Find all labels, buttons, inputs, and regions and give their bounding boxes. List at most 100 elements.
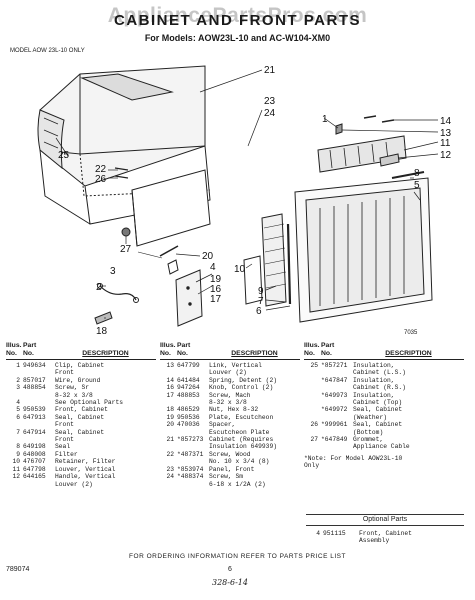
callout-4: 4 <box>210 262 216 273</box>
callout-24: 24 <box>264 108 276 119</box>
part-description: Screw, Sr 8-32 x 3/8 <box>55 384 93 399</box>
callout-20: 20 <box>202 251 214 262</box>
header-illus: Illus. No. <box>304 342 320 357</box>
illus-number: 1 <box>16 362 20 369</box>
part-description: Seal, Cabinet Front <box>55 413 105 429</box>
part-description: Seal <box>55 443 71 451</box>
illus-number: 22 <box>166 450 174 458</box>
clip-1 <box>94 311 113 325</box>
part-number: *487371 <box>177 450 204 458</box>
part-description: Insulation, Cabinet (R.S.) <box>353 376 406 392</box>
part-number: 488853 <box>177 391 200 399</box>
part-number: 949634 <box>23 362 46 369</box>
part-description: Screw, Wood No. 10 x 3/4 (8) <box>209 450 270 466</box>
escutcheon-plate-19 <box>175 269 203 327</box>
seal-8 <box>391 171 425 179</box>
part-number: *999961 <box>321 421 348 429</box>
header-part: Part No. <box>23 342 37 357</box>
callout-11: 11 <box>440 138 451 149</box>
part-number: *649973 <box>321 391 348 399</box>
callout-13: 13 <box>440 128 452 139</box>
callout-25: 25 <box>58 150 70 161</box>
model-note: MODEL AOW 23L-10 ONLY <box>10 48 85 54</box>
illus-number <box>304 377 321 392</box>
illus-number: 10 <box>12 458 20 466</box>
illus-number: 9 <box>16 450 20 458</box>
callout-2: 2 <box>96 282 102 293</box>
callout-17: 17 <box>210 294 222 305</box>
detent-springs-14 <box>363 115 395 123</box>
page-number: 6 <box>228 566 232 573</box>
part-description: Front, Cabinet <box>55 406 108 414</box>
illus-number: 3 <box>16 384 20 392</box>
seal-6-7 <box>286 223 292 305</box>
grommet-27 <box>121 227 131 237</box>
part-description: Nut, Hex 8-32 <box>209 406 259 414</box>
illus-number: 20 <box>166 421 174 429</box>
illus-number: 12 <box>12 473 20 481</box>
part-number: 649198 <box>23 443 46 451</box>
part-description: See Optional Parts <box>55 399 124 407</box>
callout-19: 19 <box>210 274 222 285</box>
part-description: Grommet, Appliance Cable <box>353 436 410 451</box>
part-number: 857017 <box>23 376 46 384</box>
part-number: *853974 <box>177 465 204 473</box>
illus-number: 11 <box>12 465 20 473</box>
document-number: 789074 <box>6 566 30 573</box>
callout-18: 18 <box>96 326 108 337</box>
illus-number: 19 <box>166 413 174 421</box>
part-description: Plate, Escutcheon <box>209 413 274 421</box>
cabinet-front-5 <box>294 177 433 323</box>
header-description: DESCRIPTION <box>231 350 278 357</box>
part-description: Insulation, Cabinet (L.S.) <box>353 362 406 377</box>
header-rule <box>6 359 156 360</box>
part-number: 486529 <box>177 406 200 414</box>
table-header: Illus. No. Part No. DESCRIPTION <box>304 342 464 358</box>
illus-number <box>304 406 321 421</box>
illus-number: 13 <box>166 362 174 369</box>
illus-number: 23 <box>166 465 174 473</box>
spacer-20 <box>137 245 179 259</box>
leader-lines <box>55 69 439 319</box>
part-number: 647799 <box>177 362 200 369</box>
callout-5: 5 <box>414 180 420 191</box>
callout-8: 8 <box>414 168 420 179</box>
header-part: Part No. <box>321 342 335 357</box>
part-number: 644165 <box>23 473 46 481</box>
part-description: Front, Cabinet Assembly <box>359 530 412 545</box>
part-description: Link, Vertical Louver (2) <box>209 362 262 377</box>
illus-number: 25 <box>310 362 318 369</box>
knob-16 <box>167 259 179 275</box>
header-rule <box>160 359 300 360</box>
illus-number: 21 <box>166 436 174 444</box>
illus-number: 18 <box>166 406 174 414</box>
links-13 <box>335 123 343 135</box>
part-description: Spacer, Escutcheon Plate <box>209 421 270 436</box>
ordering-info: FOR ORDERING INFORMATION REFER TO PARTS … <box>129 553 346 560</box>
header-description: DESCRIPTION <box>385 350 432 357</box>
illus-number: 17 <box>166 391 174 399</box>
illus-number: 4 <box>316 530 320 537</box>
header-part: Part No. <box>177 342 191 357</box>
illus-number: 4 <box>16 399 20 407</box>
callout-10: 10 <box>234 264 246 275</box>
callout-26: 26 <box>95 174 107 185</box>
part-description: Handle, Vertical Louver (2) <box>55 473 116 488</box>
table-row: 4 See Optional Parts <box>6 399 156 406</box>
part-number: 950539 <box>23 406 46 414</box>
